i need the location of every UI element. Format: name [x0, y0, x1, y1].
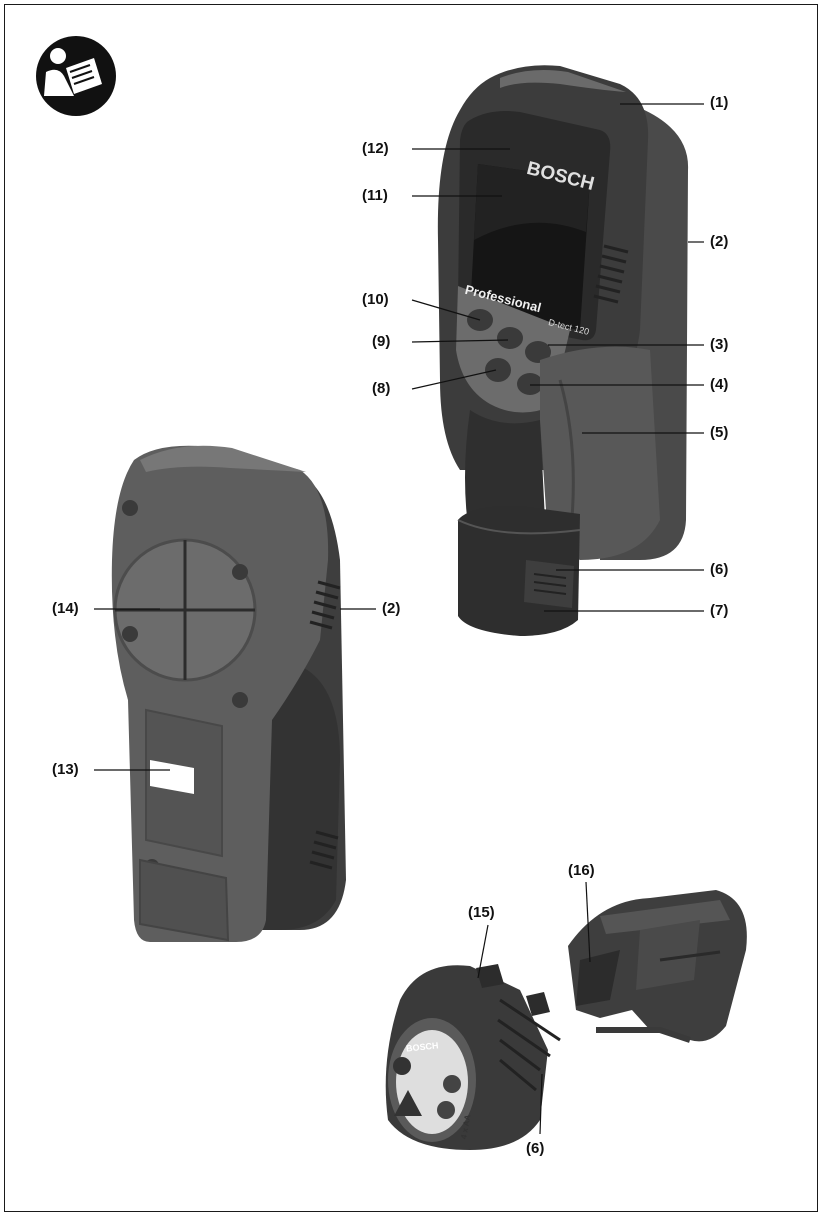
callout-10: (10) — [362, 291, 389, 308]
page-frame — [4, 4, 818, 1212]
front-device — [437, 65, 689, 636]
callout-5: (5) — [710, 424, 729, 441]
battery-adapter — [568, 890, 747, 1043]
callout-6-battery: (6) — [526, 1140, 545, 1157]
callout-7: (7) — [710, 602, 729, 619]
callout-16: (16) — [568, 862, 595, 879]
back-device — [111, 445, 346, 942]
callout-13: (13) — [52, 761, 79, 778]
callout-4: (4) — [710, 376, 729, 393]
callout-11: (11) — [362, 187, 388, 204]
battery-pack — [385, 964, 561, 1150]
callout-1: (1) — [710, 94, 729, 111]
battery-brand-text: BOSCH — [405, 1040, 439, 1054]
callout-15: (15) — [468, 904, 495, 921]
callout-3: (3) — [710, 336, 729, 353]
callout-9: (9) — [372, 333, 391, 350]
callout-14: (14) — [52, 600, 79, 617]
callout-leaders — [94, 103, 704, 1135]
callout-2-front: (2) — [710, 233, 729, 250]
callout-6-front: (6) — [710, 561, 729, 578]
callout-8: (8) — [372, 380, 391, 397]
read-manual-icon — [36, 36, 116, 116]
callout-2-back: (2) — [382, 600, 401, 617]
callout-12: (12) — [362, 140, 389, 157]
